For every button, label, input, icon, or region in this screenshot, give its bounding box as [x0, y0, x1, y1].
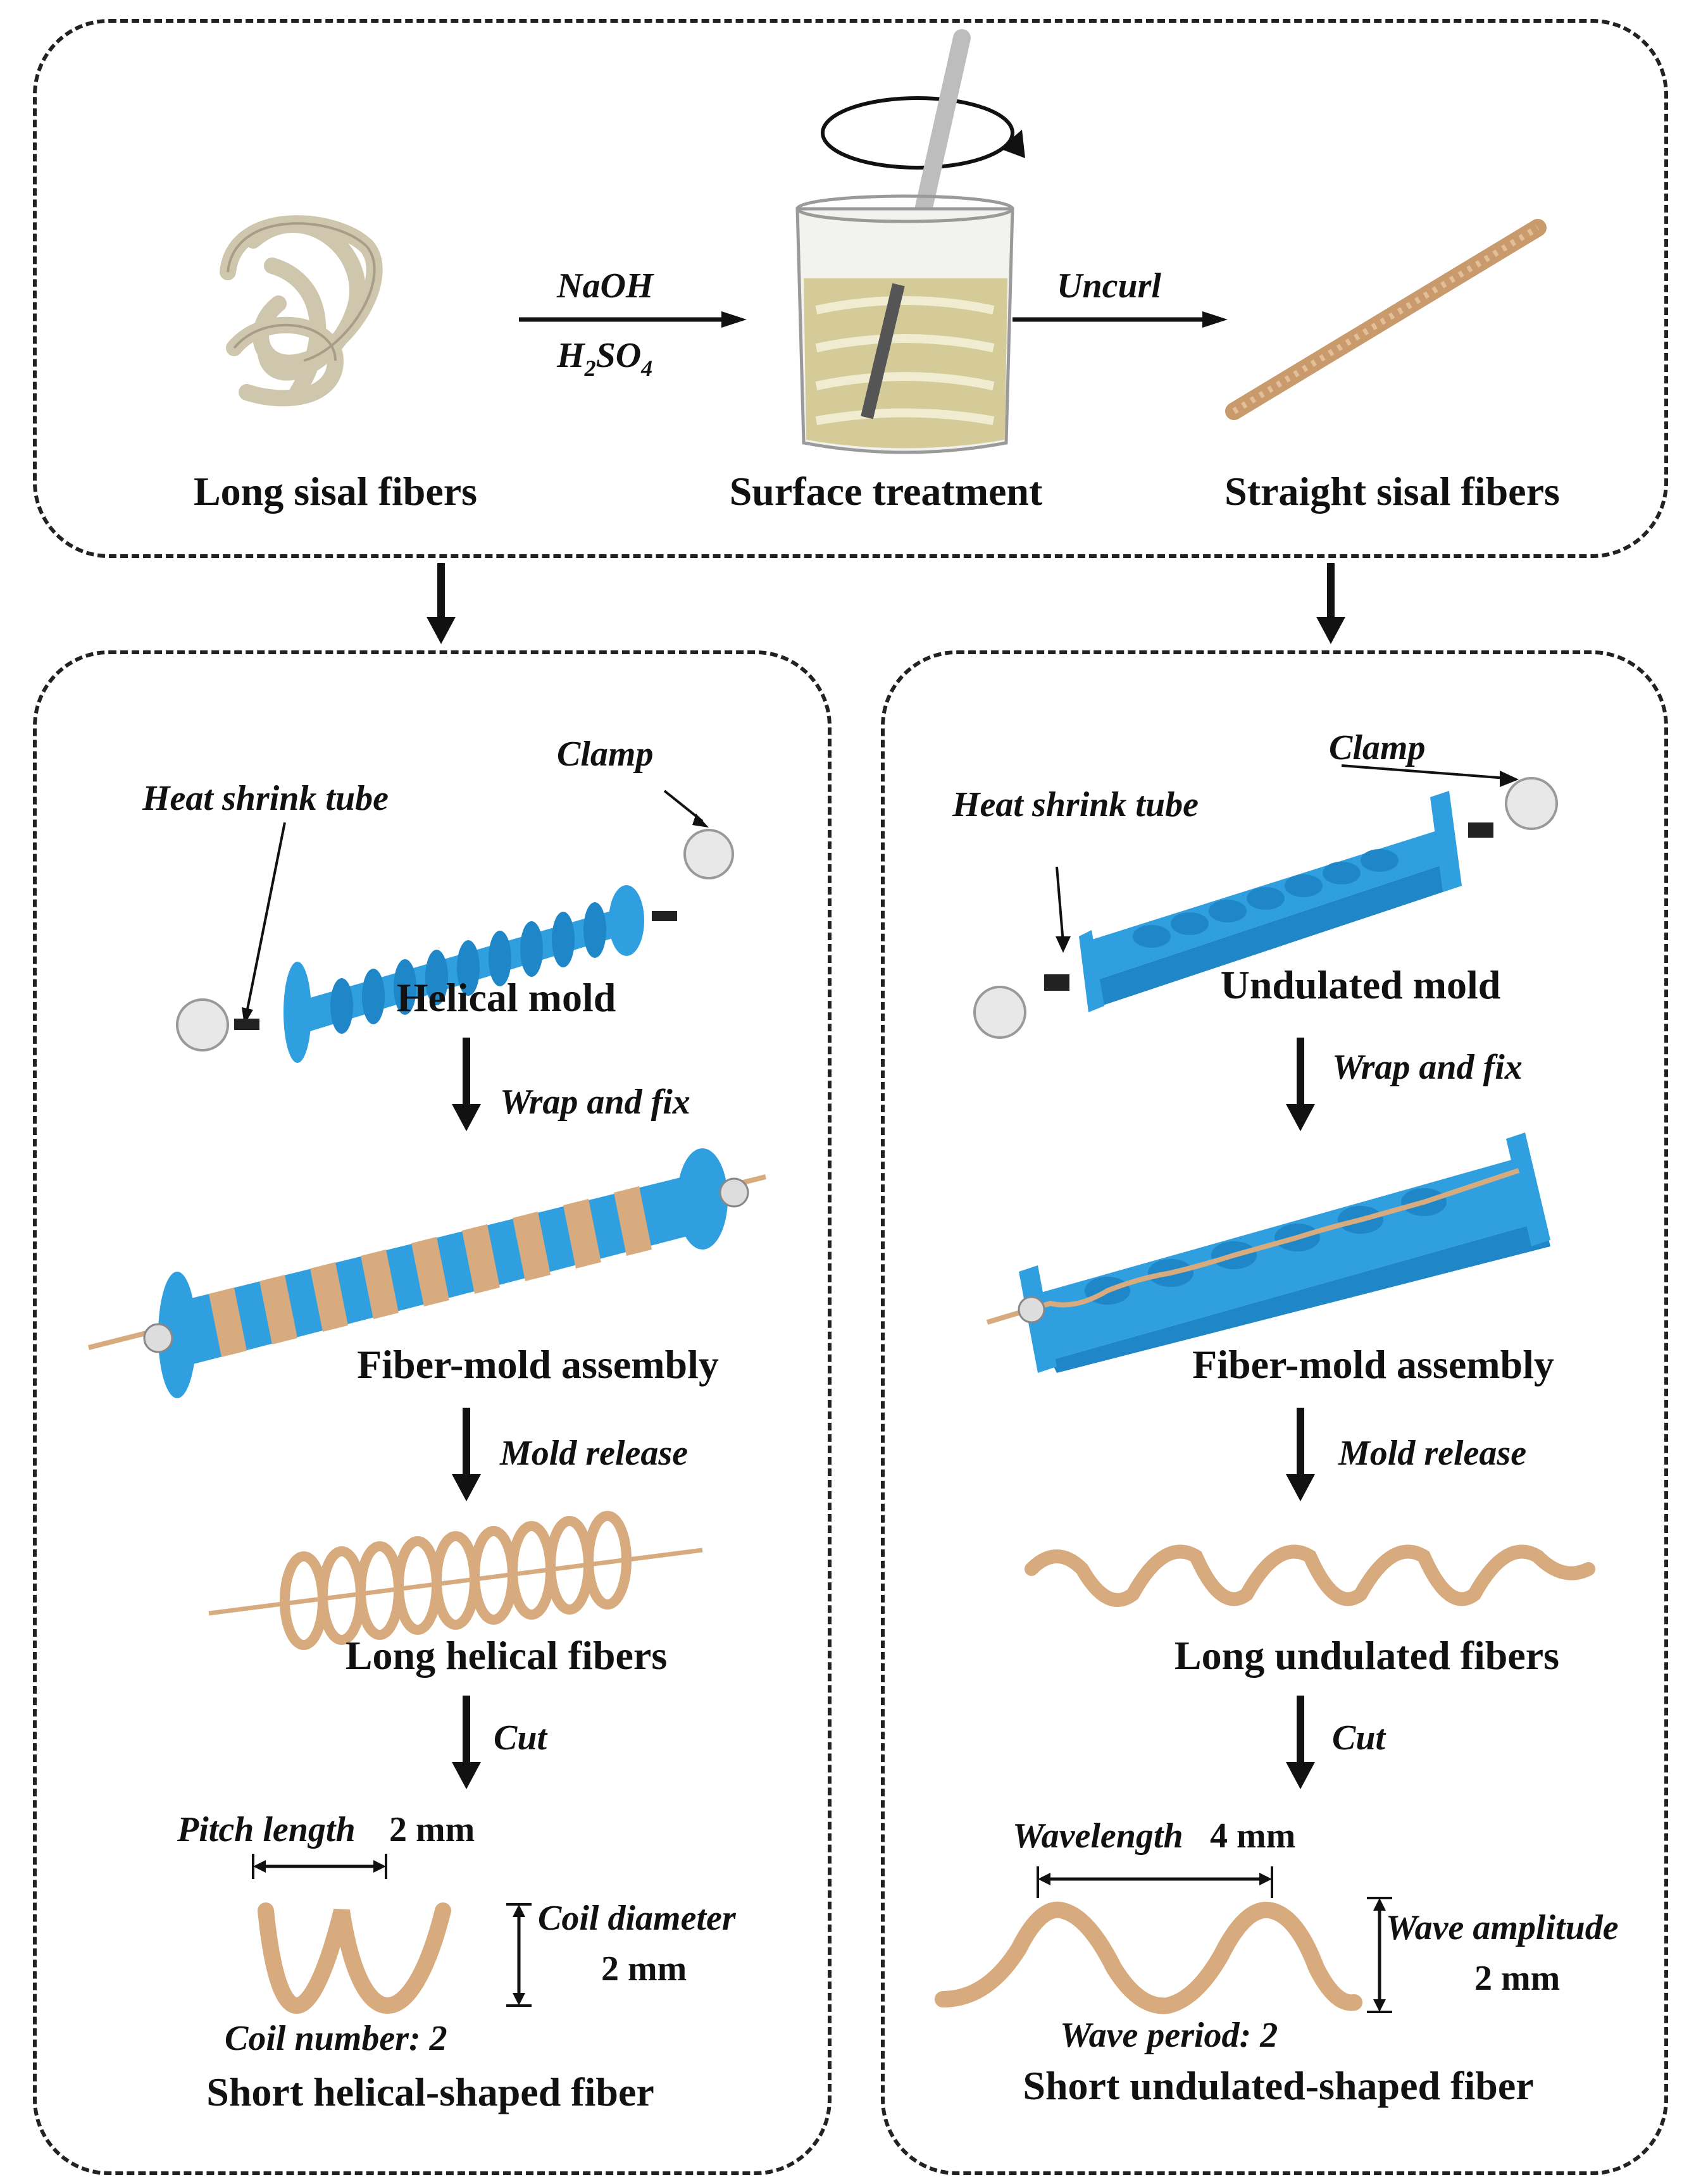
short-undulated-fiber-label: Short undulated-shaped fiber [1023, 2063, 1534, 2108]
long-sisal-fibers-icon [220, 215, 383, 407]
long-undulated-fiber-icon [1025, 1544, 1595, 1607]
down-arrow-right [1316, 563, 1345, 644]
wrap-arrow-left [452, 1038, 481, 1131]
surface-treatment-label: Surface treatment [729, 469, 1043, 514]
undulated-mold-icon [973, 764, 1558, 1039]
right-clamp-label: Clamp [1329, 728, 1426, 767]
left-assembly-label: Fiber-mold assembly [357, 1342, 719, 1387]
wrap-arrow-right [1286, 1038, 1315, 1131]
left-panel [33, 650, 832, 2175]
left-mold-release-label: Mold release [500, 1434, 688, 1473]
coil-diameter-label: Coil diameter [538, 1899, 736, 1938]
left-clamp-label: Clamp [557, 735, 654, 774]
release-arrow-right [1286, 1408, 1315, 1501]
right-mold-release-label: Mold release [1338, 1434, 1527, 1473]
wavelength-label: Wavelength [1012, 1816, 1183, 1856]
coil-number-label: Coil number: 2 [225, 2019, 447, 2058]
treatment-arrow [519, 311, 747, 328]
right-wrap-fix-label: Wrap and fix [1332, 1048, 1523, 1087]
top-panel [33, 19, 1668, 558]
helical-mold-label: Helical mold [396, 975, 616, 1020]
wave-amplitude-value: 2 mm [1474, 1959, 1561, 1998]
uncurl-arrow [1012, 311, 1228, 328]
short-helical-fiber-icon [252, 1854, 532, 2014]
wave-period-label: Wave period: 2 [1060, 2016, 1278, 2055]
coil-diameter-value: 2 mm [601, 1949, 687, 1989]
pitch-length-label: Pitch length [177, 1810, 356, 1849]
undulated-mold-label: Undulated mold [1220, 962, 1501, 1007]
release-arrow-left [452, 1408, 481, 1501]
left-heat-shrink-label: Heat shrink tube [142, 779, 389, 818]
beaker-icon [795, 29, 1025, 454]
straight-sisal-fibers-label: Straight sisal fibers [1224, 469, 1560, 514]
pitch-length-value: 2 mm [389, 1810, 475, 1849]
wavelength-value: 4 mm [1210, 1816, 1296, 1856]
helical-assembly-icon [88, 1148, 766, 1398]
long-undulated-fibers-label: Long undulated fibers [1174, 1633, 1560, 1678]
long-helical-fiber-icon [208, 1511, 703, 1650]
right-heat-shrink-label: Heat shrink tube [952, 785, 1199, 824]
short-undulated-fiber-icon [935, 1866, 1392, 2014]
cut-arrow-right [1286, 1696, 1315, 1789]
left-cut-label: Cut [494, 1718, 547, 1758]
helical-mold-icon [176, 790, 734, 1063]
right-panel [881, 650, 1668, 2175]
left-wrap-fix-label: Wrap and fix [500, 1083, 690, 1122]
cut-arrow-left [452, 1696, 481, 1789]
long-helical-fibers-label: Long helical fibers [345, 1633, 668, 1678]
right-assembly-label: Fiber-mold assembly [1192, 1342, 1554, 1387]
down-arrow-left [427, 563, 456, 644]
short-helical-fiber-label: Short helical-shaped fiber [206, 2069, 654, 2114]
right-cut-label: Cut [1332, 1718, 1386, 1758]
uncurl-label: Uncurl [1057, 266, 1161, 306]
undulated-assembly-icon [986, 1132, 1550, 1373]
naoh-label: NaOH [557, 266, 654, 306]
long-sisal-fibers-label: Long sisal fibers [193, 469, 478, 514]
straight-sisal-fiber-icon [1225, 219, 1547, 420]
wave-amplitude-label: Wave amplitude [1386, 1908, 1619, 1947]
h2so4-label: H2SO4 [557, 336, 653, 381]
